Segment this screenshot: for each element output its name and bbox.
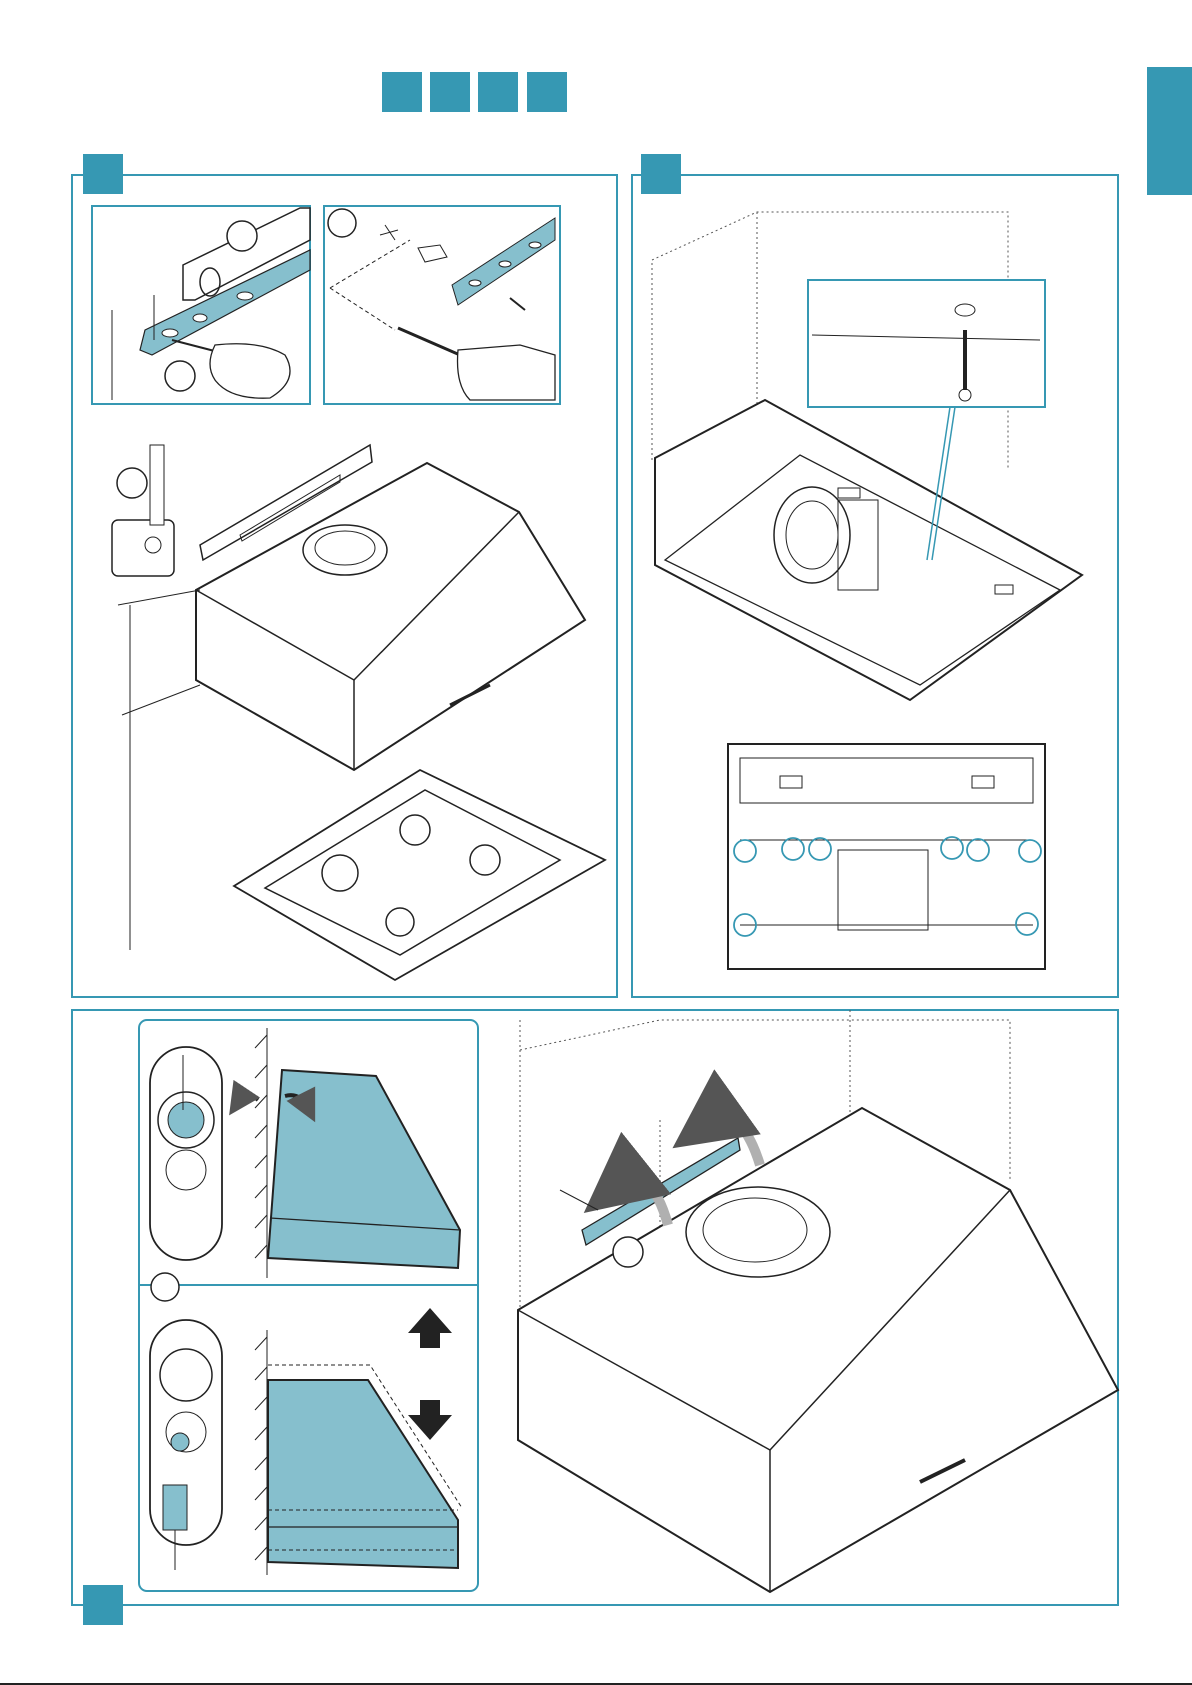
- keyhole-detail-lower: [150, 1320, 222, 1570]
- panel-top-left-label: [83, 154, 123, 194]
- gas-cooktop-drawing: [234, 770, 605, 980]
- panel-bottom: [72, 1010, 1118, 1625]
- panel-top-left: [72, 154, 617, 997]
- panel-top-right: [632, 154, 1118, 997]
- hood-underside: [655, 400, 1082, 700]
- inset-bracket-level: [92, 206, 310, 404]
- header-step-squares: [382, 72, 567, 112]
- range-hood-drawing: [196, 463, 585, 770]
- step-square-4: [527, 72, 567, 112]
- step-square-1: [382, 72, 422, 112]
- panel-bottom-label: [83, 1585, 123, 1625]
- side-tab: [1147, 67, 1192, 195]
- hood-bottom-view: [728, 744, 1045, 969]
- step-square-3: [478, 72, 518, 112]
- large-hood-hanging: [518, 1010, 1118, 1592]
- keyhole-detail-upper: [150, 1047, 222, 1260]
- panel-top-right-label: [641, 154, 681, 194]
- inset-drilling: [324, 206, 560, 404]
- step-square-2: [430, 72, 470, 112]
